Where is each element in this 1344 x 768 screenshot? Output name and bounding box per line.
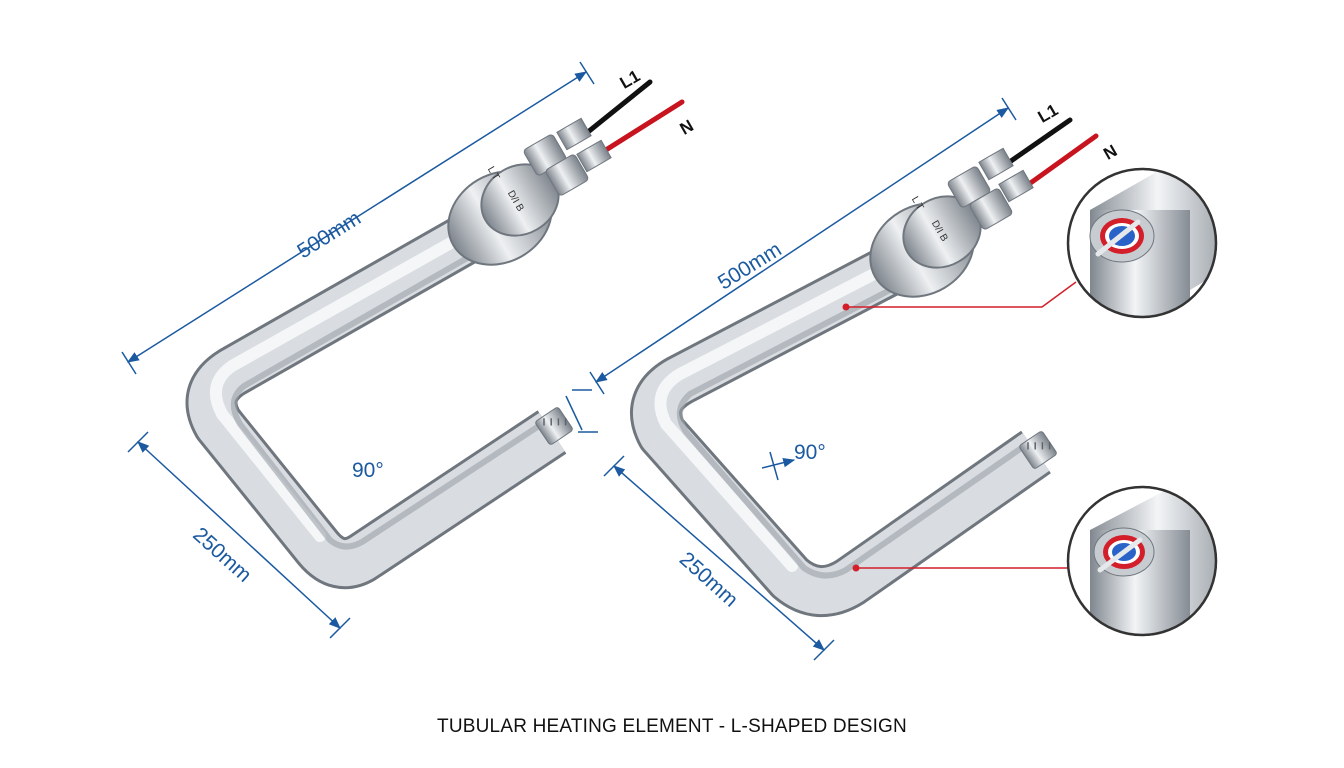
right-angle-label: 90° (794, 441, 826, 464)
right-threaded-end (1019, 431, 1057, 469)
right-wire-neutral-label: N (1100, 141, 1120, 164)
left-diameter-dimension (565, 389, 598, 433)
detail-cross-section-top (1066, 167, 1218, 319)
left-threaded-end (535, 407, 573, 445)
detail-cross-section-bottom (1066, 485, 1218, 637)
right-tube (633, 225, 1050, 615)
right-wire-live-label: L1 (1035, 100, 1062, 126)
right-angle-indicator (761, 451, 796, 481)
right-heating-element: L1 N L T D/I B 500mm (589, 97, 1218, 661)
left-leg-label: 250mm (188, 523, 255, 587)
right-length-label: 500mm (714, 238, 786, 295)
left-angle-label: 90° (352, 459, 384, 482)
callout-lines (842, 281, 1077, 572)
left-length-label: 500mm (293, 207, 365, 264)
right-leg-label: 250mm (675, 548, 742, 612)
left-heating-element: L1 N L T D/I B 500mm (121, 61, 697, 639)
diagram-caption: TUBULAR HEATING ELEMENT - L-SHAPED DESIG… (437, 716, 907, 737)
left-wire-neutral-label: N (677, 116, 697, 139)
